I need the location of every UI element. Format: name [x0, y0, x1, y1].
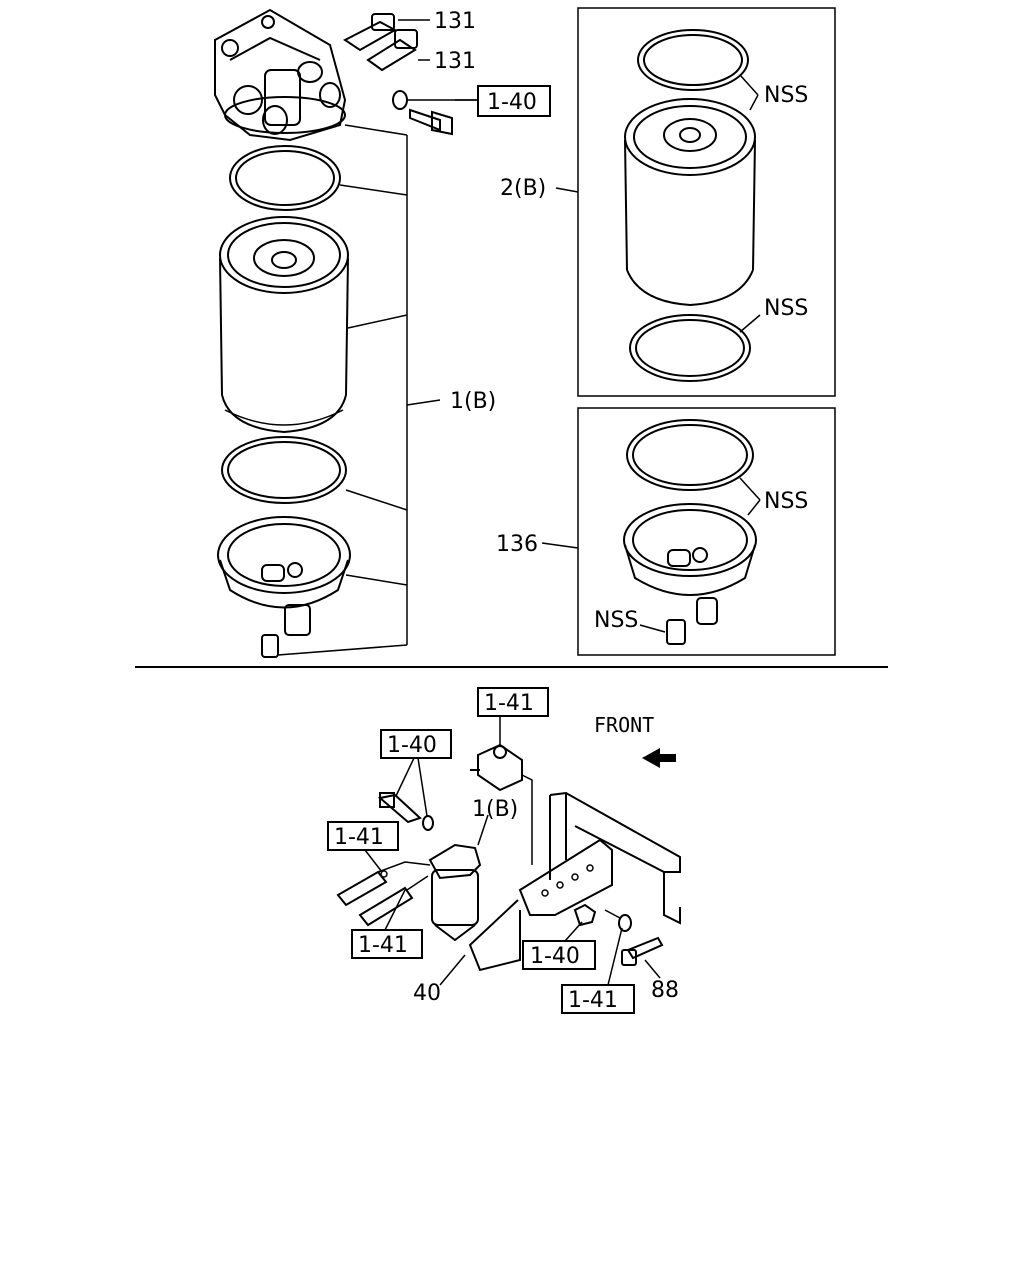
leader-nss-bowl-plug: [639, 624, 666, 633]
callout-nss-filter-bottom: NSS: [764, 296, 808, 321]
bowl-drain-plug: [666, 619, 686, 645]
bowl-136: [623, 419, 757, 625]
leader-1-41-left-lower: [384, 889, 406, 931]
chassis-frame-rail: [549, 791, 681, 925]
box-1-41-left-upper: [327, 821, 399, 851]
callout-nss-bowl-ring: NSS: [764, 489, 808, 514]
callout-131-lower: 131: [434, 49, 476, 74]
callout-1-40-left: 1-40: [387, 733, 437, 758]
leader-lines-1b: [277, 124, 441, 656]
front-label: FRONT: [594, 713, 654, 737]
mounting-bracket: [468, 838, 613, 972]
drain-plug: [261, 634, 279, 658]
leader-1-40-left-a: [395, 757, 415, 797]
box-1-40-bracket: [522, 940, 596, 970]
detail-box-filter: [577, 7, 836, 397]
leader-2b: [555, 187, 579, 193]
callout-1-41-left-upper: 1-41: [334, 825, 384, 850]
fitting-131-lower: [366, 29, 430, 72]
water-bowl: [217, 516, 351, 636]
leader-136: [541, 542, 579, 549]
callout-1-40-bracket: 1-40: [530, 944, 580, 969]
callout-1-41-right: 1-41: [568, 988, 618, 1013]
box-1-41-right: [561, 984, 635, 1014]
callout-1-41-left-lower: 1-41: [358, 933, 408, 958]
leader-1-40-bracket: [564, 921, 583, 942]
label-88: 88: [651, 978, 679, 1003]
callout-1b-top: 1(B): [450, 389, 496, 414]
leader-nss-bowl-a: [739, 477, 761, 501]
filter-head: [214, 8, 347, 142]
front-arrow-icon: [642, 748, 676, 768]
leader-1-40-left-b: [417, 757, 428, 817]
fuel-hoses: [336, 861, 431, 927]
label-1b-bottom: 1(B): [472, 797, 518, 822]
bolt-88: [621, 936, 664, 966]
leader-1-41-left-upper: [364, 849, 383, 873]
callout-2b: 2(B): [500, 176, 546, 201]
leader-nss-filter-top-b: [749, 94, 759, 111]
bolt-washer-left: [377, 792, 434, 831]
hose-clamp-left-upper: [380, 870, 388, 878]
nut-bracket: [573, 903, 597, 927]
callout-nss-bowl-plug: NSS: [594, 608, 638, 633]
callout-136: 136: [496, 532, 538, 557]
bolt-with-washer: [392, 90, 478, 136]
leader-88: [644, 959, 661, 979]
seal-ring-upper: [229, 145, 341, 211]
seal-ring-lower: [221, 436, 347, 504]
leader-nss-filter-bottom: [739, 314, 761, 333]
box-1-41-left-lower: [351, 929, 423, 959]
filter-assembly-small: [428, 814, 489, 942]
callout-1-40-top: 1-40: [487, 90, 537, 115]
detail-box-bowl: [577, 407, 836, 656]
leader-40: [439, 954, 466, 986]
callout-131-upper: 131: [434, 9, 476, 34]
callout-box-1-40-top: [477, 85, 551, 117]
filter-cartridge: [219, 216, 349, 434]
label-40: 40: [413, 981, 441, 1006]
leader-nss-bowl-b: [747, 499, 761, 516]
washer-right: [604, 909, 632, 932]
callout-nss-filter-top: NSS: [764, 83, 808, 108]
leader-nss-filter-top-a: [739, 74, 759, 96]
callout-1-41-top: 1-41: [484, 691, 534, 716]
box-1-41-top: [477, 687, 549, 717]
leader-1-41-right: [607, 927, 623, 986]
box-1-40-left: [380, 729, 452, 759]
filter-element-2b: [624, 29, 756, 382]
